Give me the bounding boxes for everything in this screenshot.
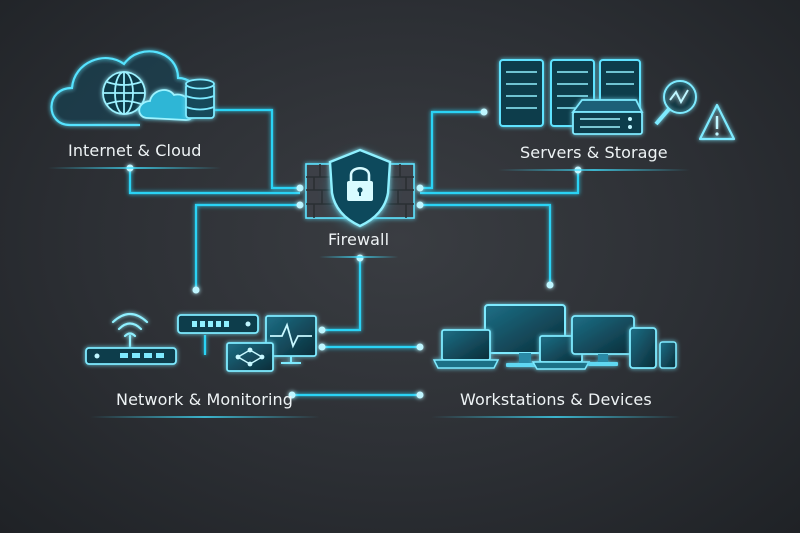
warning-triangle-icon — [698, 103, 736, 141]
magnifier-chart-icon — [654, 80, 697, 126]
link-servers-top — [420, 110, 484, 190]
globe-icon — [102, 71, 146, 115]
label-workstations-devices: Workstations & Devices — [460, 390, 652, 409]
network-topology-icon — [226, 342, 274, 372]
label-network-monitoring: Network & Monitoring — [116, 390, 294, 409]
monitor-pulse-icon — [265, 315, 317, 364]
shield-lock-icon — [328, 148, 392, 228]
wifi-icon — [111, 312, 149, 350]
storage-unit-icon — [571, 99, 644, 135]
link-servers-bottom — [420, 170, 580, 195]
link-firewall-down — [322, 258, 362, 332]
laptop-icon — [432, 329, 500, 369]
router-icon — [85, 347, 177, 365]
server-rack-icon — [499, 59, 641, 127]
network-switch-icon — [177, 314, 259, 334]
link-firewall-workstations — [420, 203, 552, 285]
connection-lines — [128, 108, 580, 397]
connection-nodes — [126, 108, 582, 399]
link-cloud-bottom — [128, 168, 300, 195]
database-icon — [185, 78, 215, 119]
label-internet-cloud: Internet & Cloud — [68, 141, 202, 160]
link-firewall-network — [194, 203, 300, 290]
tablet-icon — [629, 327, 657, 369]
phone-icon — [659, 341, 677, 369]
label-servers-storage: Servers & Storage — [520, 143, 668, 162]
label-firewall: Firewall — [328, 230, 390, 249]
